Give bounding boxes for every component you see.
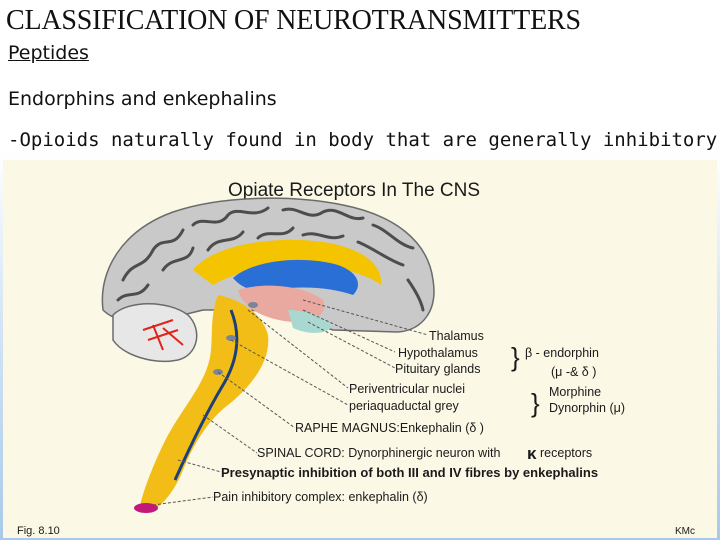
- label-raphe: RAPHE MAGNUS:Enkephalin (δ ): [295, 421, 484, 435]
- figure-credit: KMc: [675, 526, 695, 537]
- label-pain: Pain inhibitory complex: enkephalin (δ): [213, 490, 428, 504]
- label-periaqueductal: periaquaductal grey: [349, 399, 460, 413]
- pituitary-region: [288, 310, 333, 333]
- gyri-lines: [116, 206, 425, 317]
- label-hypothalamus: Hypothalamus: [398, 346, 478, 360]
- label-kappa: κ: [527, 444, 537, 463]
- label-spinal: SPINAL CORD: Dynorphinergic neuron with: [257, 446, 500, 460]
- label-receptors: receptors: [540, 446, 592, 460]
- label-periventricular: Periventricular nuclei: [349, 382, 465, 396]
- label-presynaptic: Presynaptic inhibition of both III and I…: [221, 465, 598, 480]
- label-beta-endorphin: β - endorphin: [525, 346, 599, 360]
- label-mu-delta: (μ -& δ ): [551, 365, 596, 379]
- bullet-opioids: -Opioids naturally found in body that ar…: [8, 129, 718, 151]
- brace-beta: }: [511, 342, 520, 372]
- label-morphine: Morphine: [549, 385, 601, 399]
- label-dynorphin: Dynorphin (μ): [549, 401, 625, 415]
- brain-diagram: Opiate Receptors In The CNS: [17, 180, 695, 537]
- leader-lines: [152, 299, 429, 506]
- cerebellum: [112, 303, 198, 362]
- brace-morphine: }: [531, 388, 540, 418]
- cerebellum-vessels: [142, 319, 184, 351]
- brain-figure: Opiate Receptors In The CNS: [3, 160, 717, 538]
- label-pituitary: Pituitary glands: [395, 362, 480, 376]
- bullet-endorphins: Endorphins and enkephalins: [8, 88, 277, 110]
- label-thalamus: Thalamus: [429, 329, 484, 343]
- slide-title: CLASSIFICATION OF NEUROTRANSMITTERS: [6, 5, 581, 36]
- figure-number: Fig. 8.10: [17, 525, 60, 537]
- central-canal: [173, 309, 239, 481]
- spinal-tip: [134, 503, 158, 513]
- figure-heading: Opiate Receptors In The CNS: [228, 180, 480, 201]
- slide-subtitle: Peptides: [8, 42, 89, 64]
